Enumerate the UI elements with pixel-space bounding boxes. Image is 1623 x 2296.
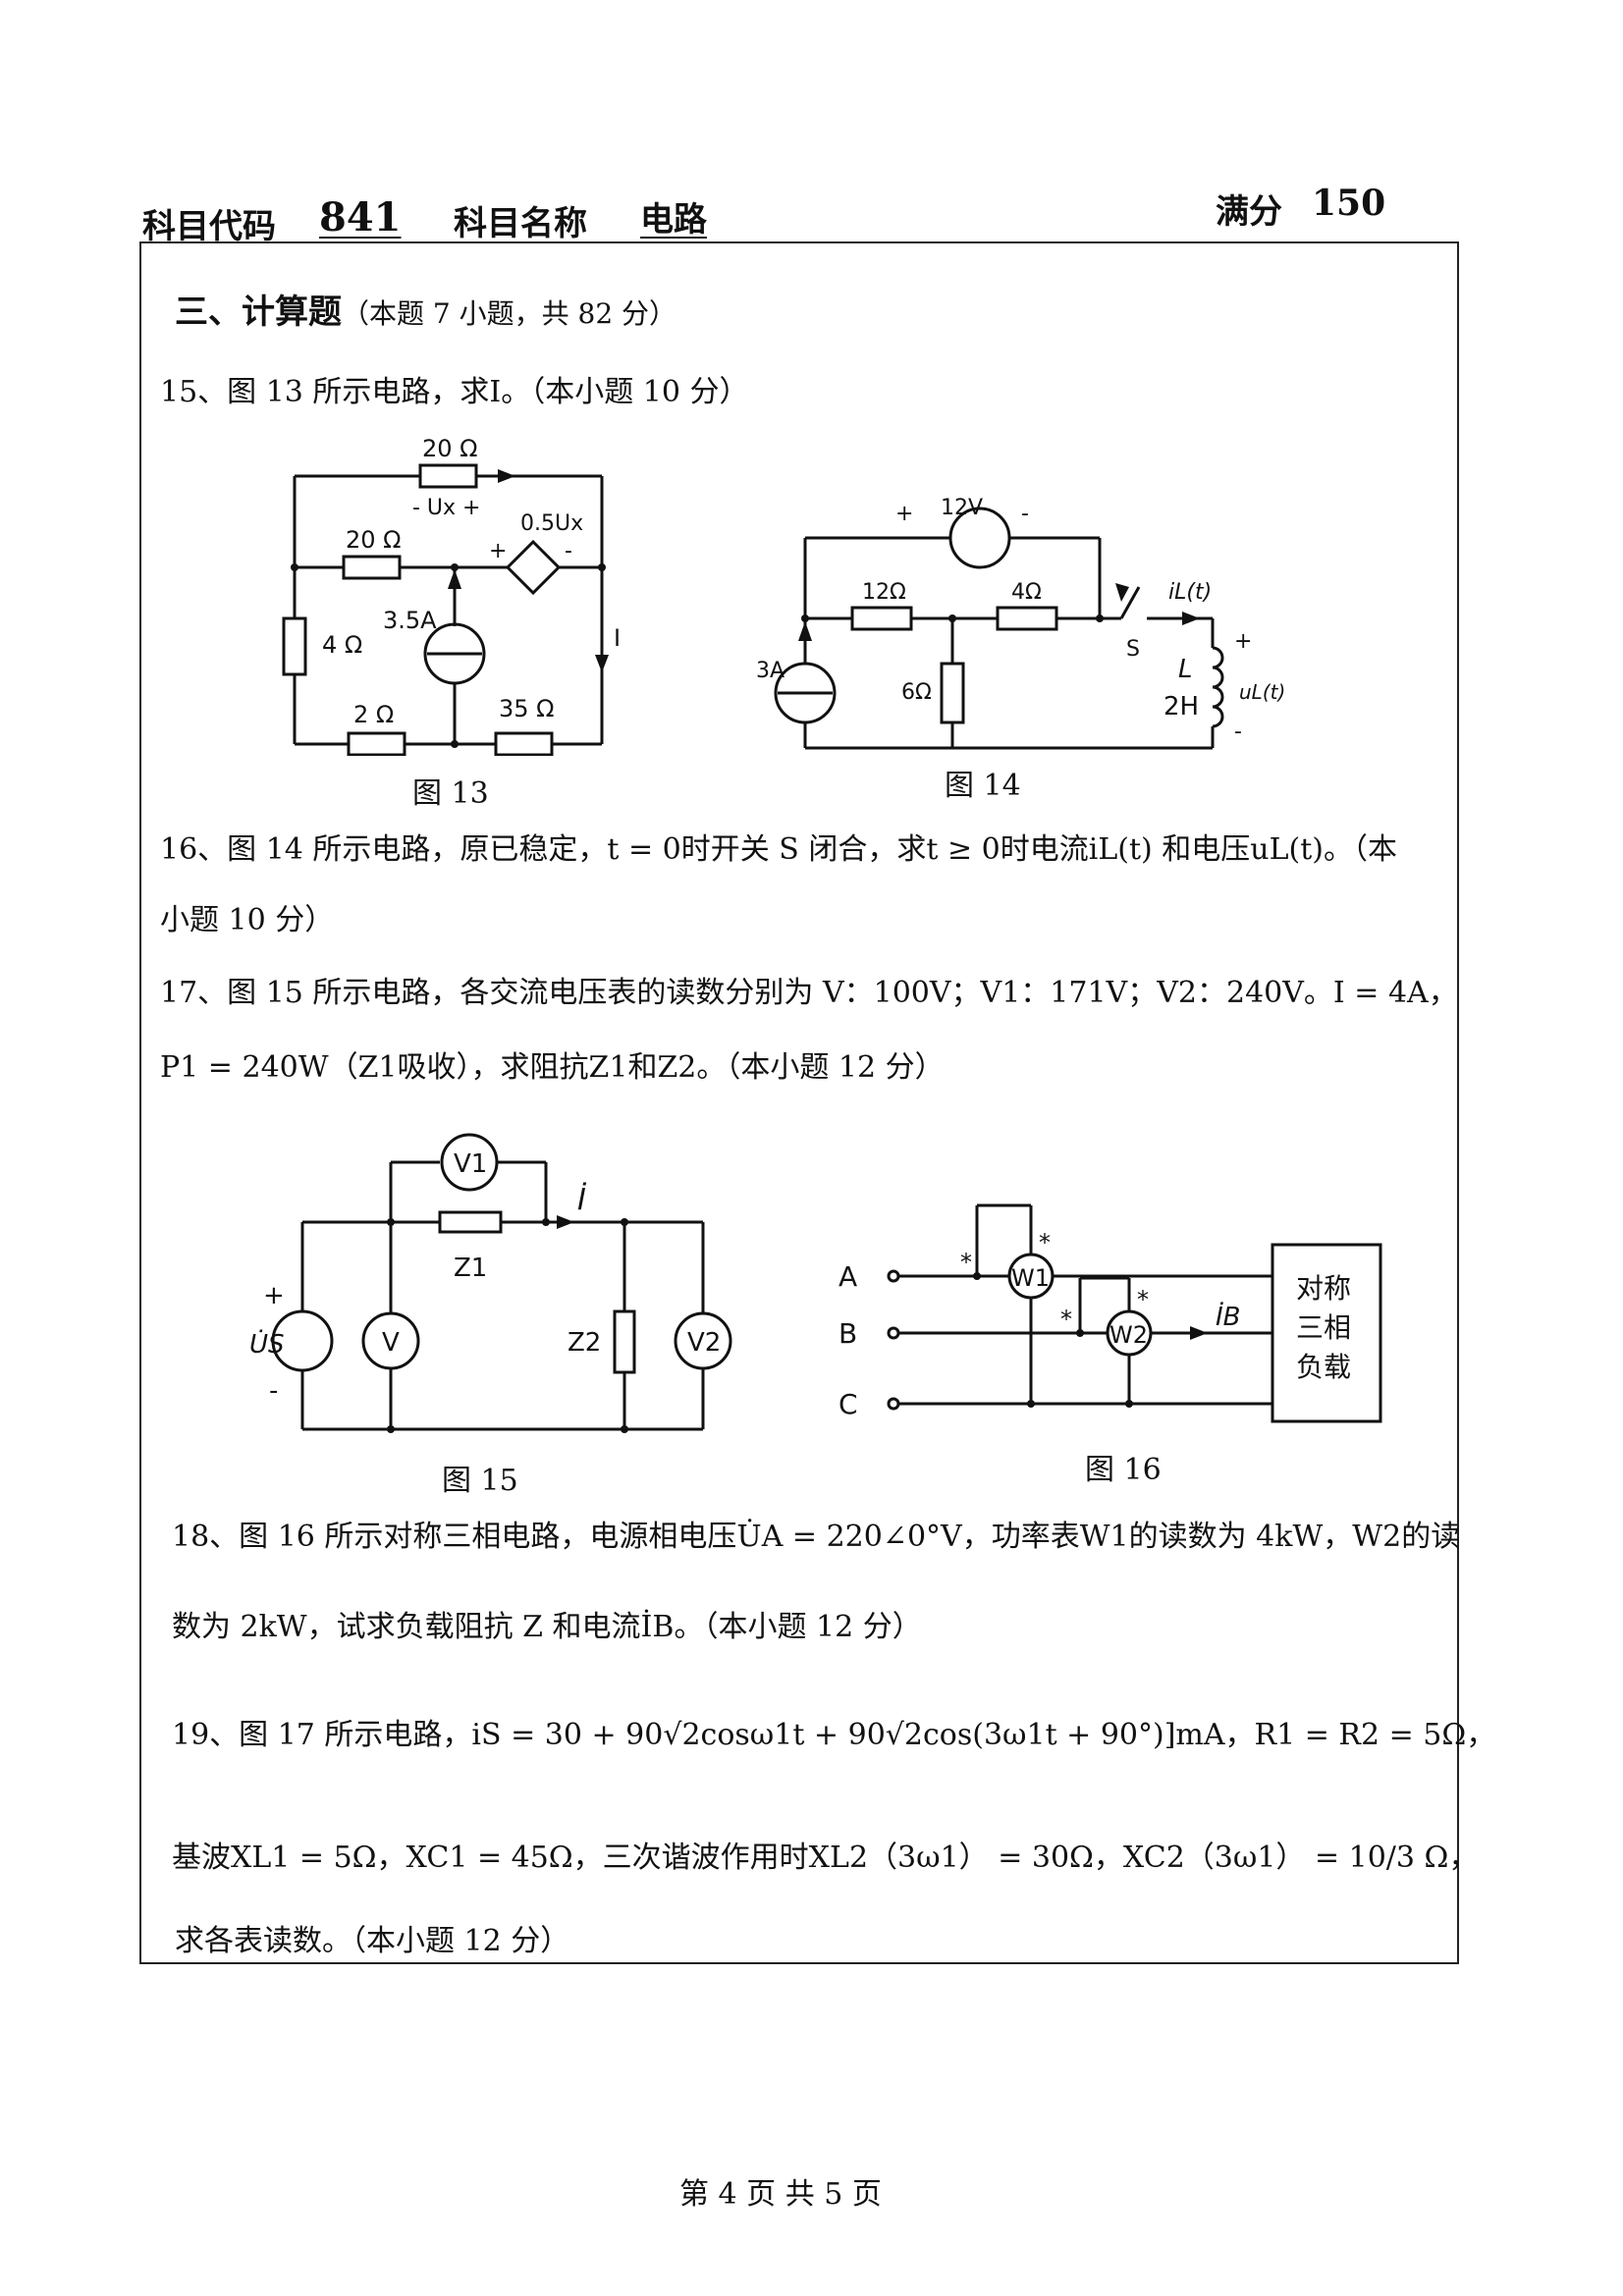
fig15-source-label: U̇S bbox=[249, 1328, 285, 1360]
fig16-line-c-label: C bbox=[839, 1388, 858, 1420]
fig13-r-bot-left: 2 Ω bbox=[353, 701, 394, 728]
fig13-r-bot-right: 35 Ω bbox=[499, 695, 555, 722]
figure-13-caption: 图 13 bbox=[412, 776, 489, 811]
full-score-value: 150 bbox=[1312, 183, 1386, 224]
fig14-ul-label: uL(t) bbox=[1239, 680, 1285, 704]
fig14-r3: 6Ω bbox=[901, 680, 932, 705]
fig15-source-plus: + bbox=[263, 1281, 285, 1310]
fig14-ul-plus: + bbox=[1234, 629, 1252, 654]
section-note: （本题 7 小题，共 82 分） bbox=[342, 297, 677, 330]
figure-13-circuit: 20 Ω - Ux + 0.5Ux + - 20 Ω 3.5A 4 Ω I 2 … bbox=[282, 435, 621, 756]
page-footer: 第 4 页 共 5 页 bbox=[679, 2177, 882, 2212]
question-17-line-1: 17、图 15 所示电路，各交流电压表的读数分别为 V：100V；V1：171V… bbox=[160, 976, 1458, 1010]
fig16-w1-label: W1 bbox=[1011, 1264, 1050, 1292]
fig15-v1-meter-label: V1 bbox=[454, 1149, 487, 1179]
fig13-current-label: I bbox=[614, 624, 621, 652]
section-heading: 三、计算题（本题 7 小题，共 82 分） bbox=[175, 285, 676, 333]
fig16-w2-label: W2 bbox=[1109, 1321, 1148, 1349]
fig16-ib-label: İB bbox=[1216, 1301, 1241, 1332]
figure-16-caption: 图 16 bbox=[1085, 1453, 1162, 1487]
fig16-line-b-label: B bbox=[839, 1317, 857, 1350]
fig16-load-line-1: 对称 bbox=[1296, 1272, 1351, 1305]
fig16-w2-star-left: * bbox=[1060, 1306, 1072, 1333]
question-15: 15、图 13 所示电路，求I。（本小题 10 分） bbox=[160, 375, 749, 409]
fig15-z1-label: Z1 bbox=[454, 1254, 487, 1283]
figure-14-caption: 图 14 bbox=[945, 769, 1021, 803]
fig14-ind-value: 2H bbox=[1163, 692, 1199, 721]
figure-14-circuit: 12V + - 12Ω 4Ω 3A 6Ω S iL(t) L 2H uL(t) … bbox=[756, 496, 1285, 750]
subject-name-label: 科目名称 bbox=[454, 204, 587, 243]
fig14-vs-plus: + bbox=[895, 502, 913, 526]
fig14-cs-label: 3A bbox=[756, 659, 784, 683]
section-title: 三、计算题 bbox=[175, 293, 342, 332]
fig13-dep-src-label: 0.5Ux bbox=[520, 511, 583, 536]
fig16-w1-star-left: * bbox=[960, 1249, 972, 1276]
fig14-vs-minus: - bbox=[1021, 502, 1029, 526]
fig13-dep-src-plus: + bbox=[489, 539, 507, 563]
question-frame bbox=[139, 241, 1459, 1964]
fig14-vs-label: 12V bbox=[941, 496, 983, 520]
fig16-w1-star-top: * bbox=[1039, 1229, 1051, 1256]
fig15-z2-label: Z2 bbox=[568, 1328, 601, 1358]
question-17-line-2: P1 = 240W（Z1吸收），求阻抗Z1和Z2。（本小题 12 分） bbox=[160, 1050, 945, 1085]
figure-16-circuit: A B C W1 W2 * * * * İB 对称 三相 负载 bbox=[839, 1203, 1382, 1423]
fig15-source-minus: - bbox=[269, 1376, 278, 1406]
fig13-ux-label: - Ux + bbox=[412, 496, 480, 520]
fig14-switch-label: S bbox=[1126, 637, 1140, 662]
fig14-ind-label: L bbox=[1178, 655, 1193, 684]
fig13-cs-label: 3.5A bbox=[383, 607, 437, 634]
question-19-line-2: 基波XL1 = 5Ω，XC1 = 45Ω，三次谐波作用时XL2（3ω1） = 3… bbox=[172, 1841, 1479, 1875]
fig16-load-line-2: 三相 bbox=[1296, 1311, 1351, 1344]
subject-name-value: 电路 bbox=[640, 200, 707, 240]
fig13-r-mid: 20 Ω bbox=[346, 526, 402, 554]
question-16-line-2: 小题 10 分） bbox=[160, 903, 335, 937]
full-score-label: 满分 bbox=[1216, 192, 1282, 232]
fig15-current-label: İ bbox=[577, 1182, 587, 1217]
fig13-dep-src-minus: - bbox=[565, 539, 572, 563]
question-18-line-2: 数为 2kW，试求负载阻抗 Z 和电流İB。（本小题 12 分） bbox=[172, 1610, 922, 1644]
fig13-r-left: 4 Ω bbox=[322, 631, 362, 659]
fig15-v2-meter-label: V2 bbox=[687, 1328, 721, 1358]
figure-15-circuit: V1 İ Z1 + U̇S - V Z2 V2 bbox=[249, 1133, 732, 1433]
fig13-r-top: 20 Ω bbox=[422, 435, 478, 462]
subject-code-value: 841 bbox=[319, 194, 402, 240]
fig14-r2: 4Ω bbox=[1011, 580, 1042, 605]
fig14-ul-minus: - bbox=[1234, 720, 1242, 744]
fig14-il-label: iL(t) bbox=[1168, 580, 1212, 605]
fig14-r1: 12Ω bbox=[862, 580, 906, 605]
question-19-line-3: 求各表读数。（本小题 12 分） bbox=[175, 1924, 570, 1958]
subject-code-label: 科目代码 bbox=[142, 207, 276, 246]
question-18-line-1: 18、图 16 所示对称三相电路，电源相电压U̇A = 220∠0°V，功率表W… bbox=[172, 1520, 1461, 1554]
figure-15-caption: 图 15 bbox=[442, 1464, 518, 1498]
question-16-line-1: 16、图 14 所示电路，原已稳定，t = 0时开关 S 闭合，求t ≥ 0时电… bbox=[160, 832, 1397, 867]
question-19-line-1: 19、图 17 所示电路，iS = 30 + 90√2cosω1t + 90√2… bbox=[172, 1718, 1496, 1752]
fig16-line-a-label: A bbox=[839, 1260, 857, 1293]
fig16-w2-star-top: * bbox=[1137, 1286, 1149, 1313]
fig15-v-meter-label: V bbox=[382, 1328, 400, 1358]
fig16-load-line-3: 负载 bbox=[1296, 1351, 1351, 1383]
